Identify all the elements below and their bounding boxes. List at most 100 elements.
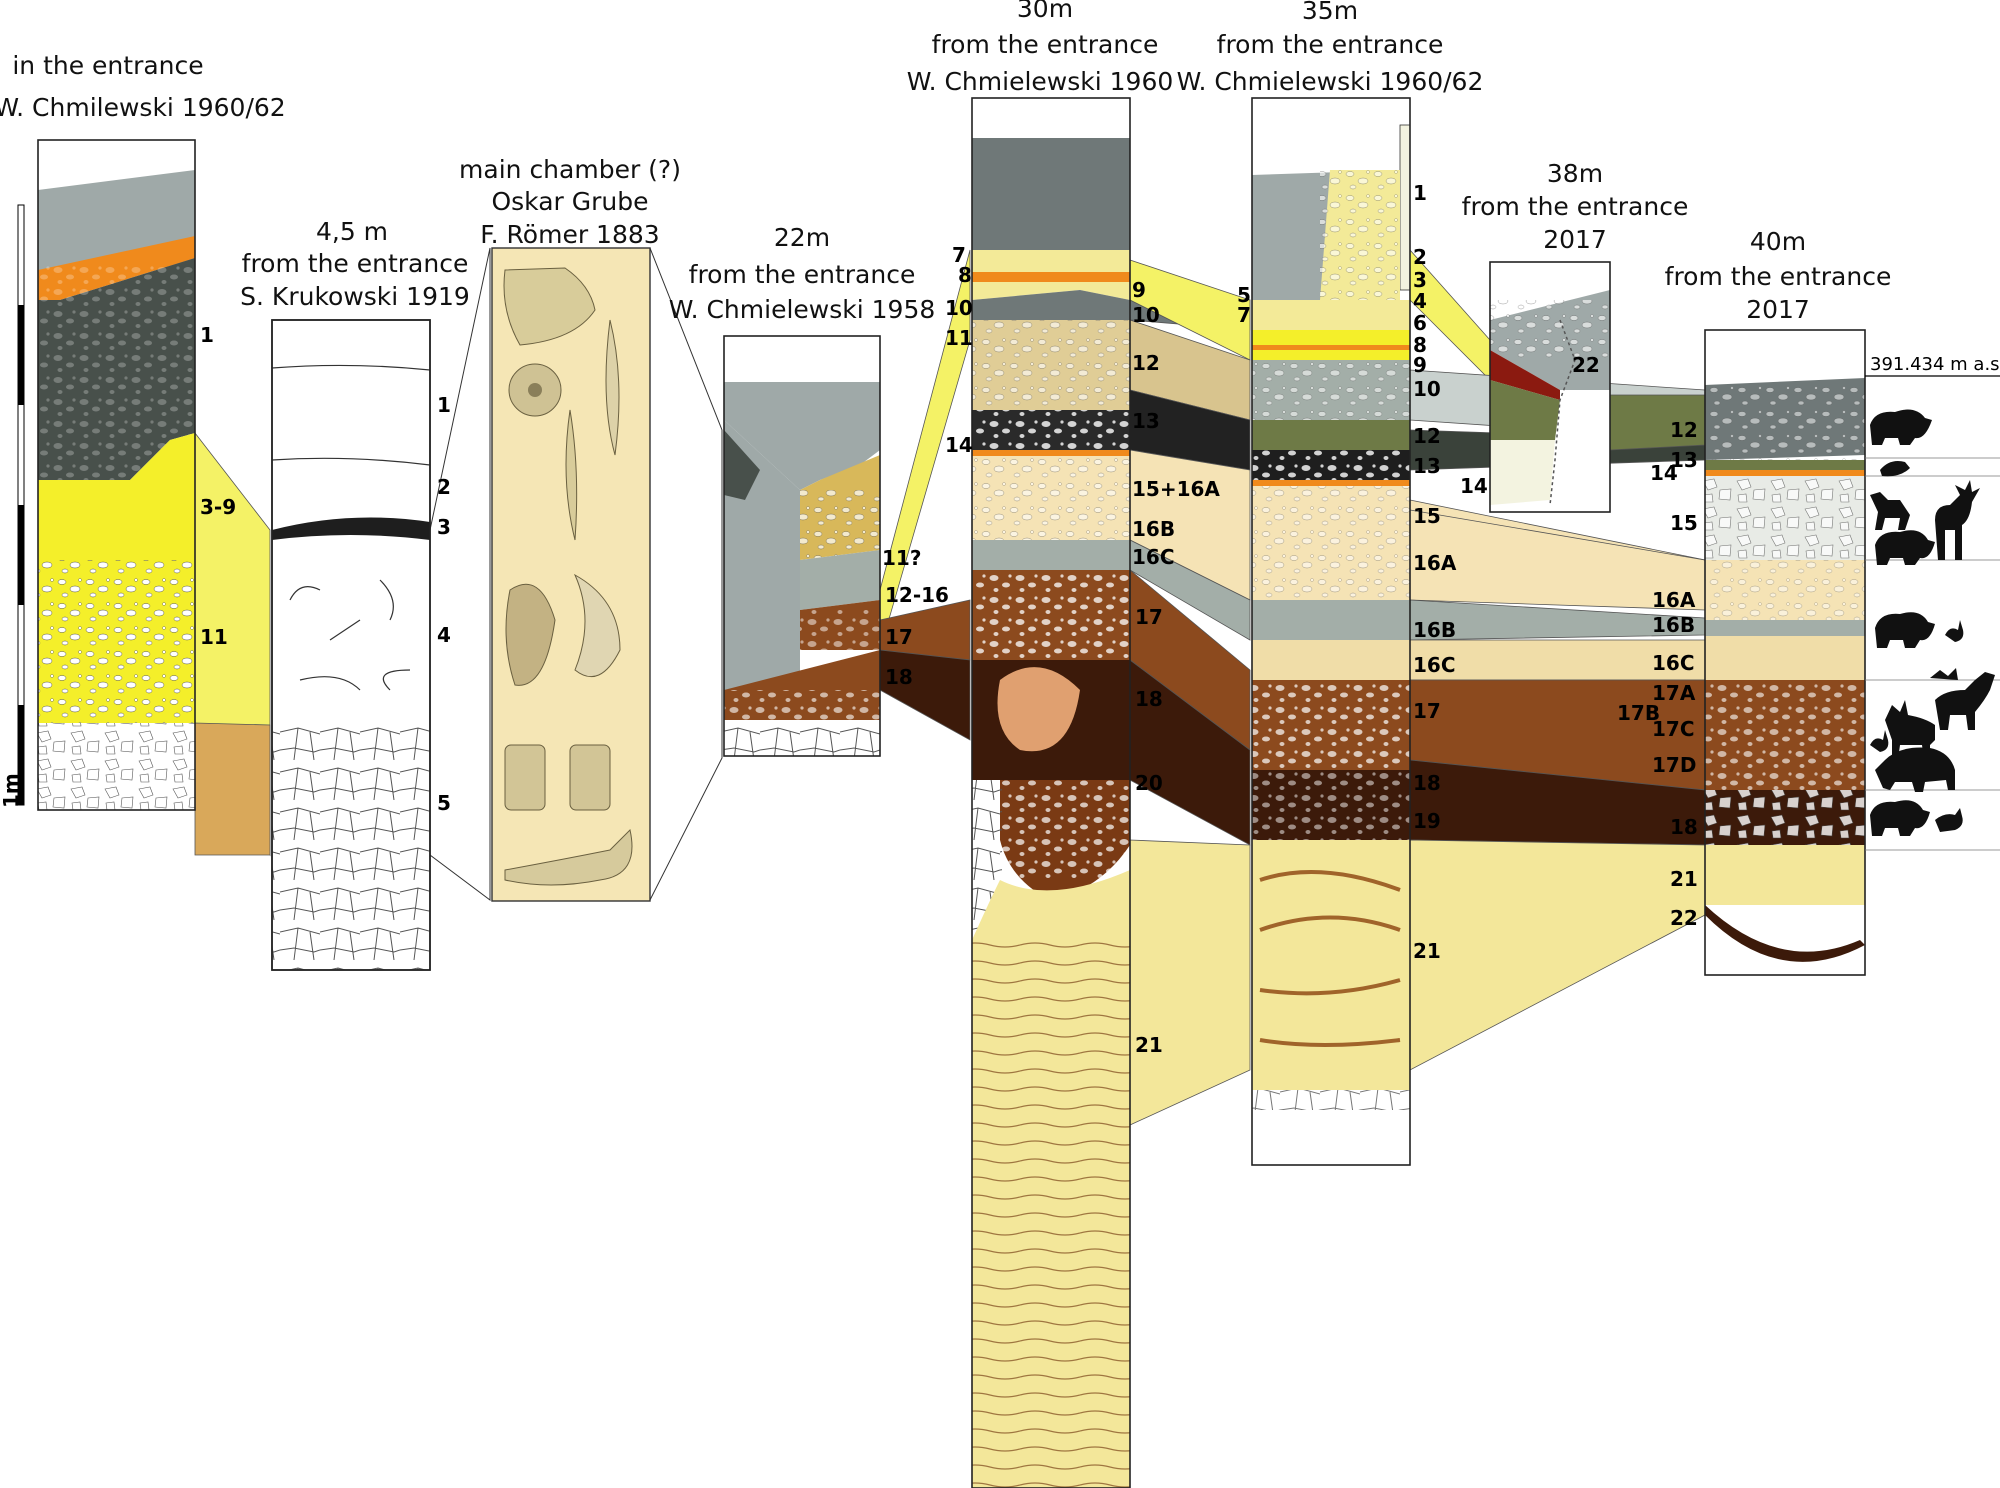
layer-label: 11 [200,625,228,649]
layer-label: 18 [885,665,913,689]
layer-label: 17 [1413,699,1441,723]
layer-label: 18 [1670,815,1698,839]
layer-label: 1 [1413,181,1427,205]
layer-label: 20 [1135,771,1163,795]
wolf-icon [1870,492,1910,530]
correlation-links [194,247,1706,1126]
animal-silhouettes [1870,409,1995,836]
bear-icon [1870,409,1932,445]
hare-icon [1945,620,1964,642]
layer-label: 8 [958,263,972,287]
column-main-chamber [491,247,651,902]
labels-22m: 11? 12-16 17 18 [882,546,949,689]
scale-label: 1m [0,773,23,808]
header-38m: 38m from the entrance 2017 [1462,159,1689,254]
column-entrance [17,139,196,811]
column-22m [723,335,881,757]
elk-icon [1930,668,1995,730]
layer-label: 11? [882,546,921,570]
layer-label: 1 [200,323,214,347]
blade-artefact [605,319,620,456]
layer-label: 17 [885,625,913,649]
layer-label: 8 [1413,333,1427,357]
labels-40m: 12 13 14 15 16A 16B 16C 17A 17B 17C 17D … [1617,354,2000,930]
layer-label: 13 [1132,409,1160,433]
header-line: from the entrance [689,260,916,289]
header-line: W. Chmielewski 1960 [907,67,1174,96]
layer-label: 4 [1413,289,1427,313]
column-35m [1251,97,1411,1166]
layer-label: 22 [1670,906,1698,930]
header-line: 30m [1017,0,1073,23]
layer-label: 14 [1460,474,1488,498]
layer-label: 7 [952,243,966,267]
header-line: 38m [1547,159,1603,188]
layer-label: 21 [1670,867,1698,891]
layer-label: 18 [1135,687,1163,711]
layer-label: 16B [1413,618,1456,642]
header-line: from the entrance [1217,30,1444,59]
labels-30m: 7 8 10 11 14 9 10 12 13 15+16A 16B 16C 1… [945,243,1220,1057]
header-line: 40m [1750,227,1806,256]
pot-artefact [503,267,596,346]
header-line: from the entrance [932,30,1159,59]
header-30m: 30m from the entrance W. Chmielewski 196… [907,0,1174,96]
small-mammal-icon [1880,461,1910,477]
layer-label: 6 [1413,311,1427,335]
link-line-40m-a [1409,509,1706,561]
layer-label: 15 [1670,511,1698,535]
labels-35m: 5 7 1 2 3 4 6 8 9 10 12 13 14 15 16A 16B… [1237,181,1488,963]
layer-label: 18 [1413,771,1441,795]
header-line: 22m [774,223,830,252]
column-4-5m [271,319,431,971]
layer-label: 17D [1652,753,1696,777]
hare-icon [1870,730,1889,752]
header-line: 2017 [1746,295,1810,324]
layer-label: 11 [945,326,973,350]
column-30m [971,97,1131,1488]
column-38m [1489,261,1611,513]
layer-label: 15 [1413,504,1441,528]
layer-label: 14 [1650,461,1678,485]
layer-label: 3 [437,515,451,539]
layer-label: 12-16 [885,583,949,607]
layer-label: 2 [1413,245,1427,269]
deer-icon [1935,480,1980,560]
header-line: W. Chmielewski 1958 [669,295,936,324]
layer-label: 12 [1132,351,1160,375]
elevation-label: 391.434 m a.s.l. [1870,354,2000,375]
layer-label: 10 [1413,377,1441,401]
header-line: from the entrance [242,249,469,278]
layer-label: 3 [1413,268,1427,292]
header-line: S. Krukowski 1919 [240,282,470,311]
layer-label: 10 [1132,303,1160,327]
layer-label: 3-9 [200,495,236,519]
scraper-artefact [505,583,556,686]
layer-label: 16B [1652,613,1695,637]
layer-label: 21 [1413,939,1441,963]
layer-label: 17C [1652,717,1695,741]
layer-label: 19 [1413,809,1441,833]
header-main-chamber: main chamber (?) Oskar Grube F. Römer 18… [459,155,681,249]
layer-label: 15+16A [1132,477,1220,501]
fox-icon [1935,808,1963,832]
header-line: 35m [1302,0,1358,25]
header-line: from the entrance [1462,192,1689,221]
link-entrance-4-5m-tan [194,722,271,856]
bear-icon [1875,612,1935,648]
bear-icon [1875,530,1935,565]
layer-label: 12 [1670,418,1698,442]
header-line: 4,5 m [316,217,388,246]
layer-label: 7 [1237,303,1251,327]
point-artefact [565,409,578,541]
layer-label: 21 [1135,1033,1163,1057]
header-line: main chamber (?) [459,155,681,184]
header-22m: 22m from the entrance W. Chmielewski 195… [669,223,936,324]
header-line: from the entrance [1665,262,1892,291]
bear-icon [1870,800,1930,836]
layer-label: 1 [437,393,451,417]
layer-label: 17A [1652,681,1696,705]
layer-label: 9 [1413,353,1427,377]
layer-label: 16C [1652,651,1695,675]
